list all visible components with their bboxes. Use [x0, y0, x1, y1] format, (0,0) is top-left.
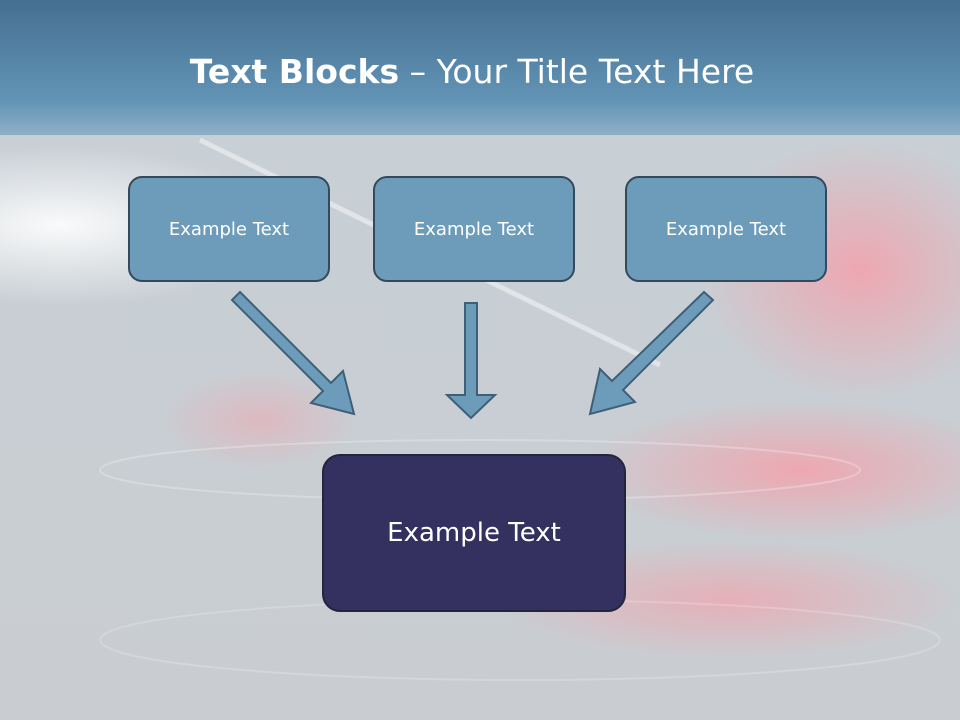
arrow-right [588, 290, 715, 416]
text-block-3-label: Example Text [665, 218, 787, 240]
text-block-1-label: Example Text [168, 218, 290, 240]
target-block[interactable]: Example Text [322, 454, 626, 612]
target-block-label: Example Text [387, 518, 561, 548]
title-bold: Text Blocks [189, 52, 400, 91]
text-block-1[interactable]: Example Text [128, 176, 330, 282]
title-dash: – [399, 52, 437, 91]
arrow-center [444, 302, 498, 420]
text-block-3[interactable]: Example Text [625, 176, 827, 282]
title-rest: Your Title Text Here [436, 52, 755, 91]
slide-title: Text Blocks – Your Title Text Here [0, 52, 944, 91]
arrow-left [230, 290, 356, 416]
text-block-2[interactable]: Example Text [373, 176, 575, 282]
text-block-2-label: Example Text [413, 218, 535, 240]
